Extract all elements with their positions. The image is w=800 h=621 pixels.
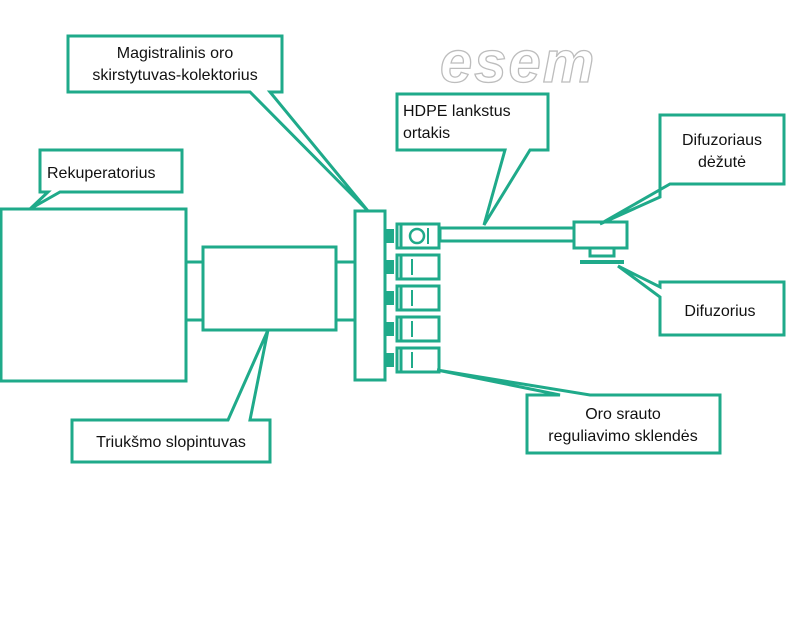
label-diffuser: Difuzorius [684, 303, 755, 320]
callout-recuperator [28, 148, 184, 211]
callout-diffuser-box [599, 113, 786, 226]
damper-row [385, 315, 441, 343]
callout-silencer [70, 329, 272, 464]
label-main-manifold-line2: skirstytuvas-kolektorius [92, 67, 257, 84]
flow-dampers [385, 222, 441, 374]
damper-row [385, 253, 441, 281]
label-dampers-line2: reguliavimo sklendės [548, 428, 697, 445]
label-hdpe-line2: ortakis [403, 125, 450, 142]
recuperator-unit [0, 207, 188, 383]
recuperator-silencer-connector [184, 260, 205, 322]
callout-dampers [436, 368, 722, 455]
damper-row [385, 284, 441, 312]
damper-row [385, 222, 441, 250]
damper-row [385, 346, 441, 374]
silencer-manifold-connector [334, 260, 357, 322]
label-recuperator: Rekuperatorius [47, 165, 156, 182]
label-silencer: Triukšmo slopintuvas [96, 434, 246, 451]
label-diffuser-box-line2: dėžutė [698, 154, 746, 171]
label-main-manifold-line1: Magistralinis oro [117, 45, 234, 62]
hdpe-flexible-duct [438, 226, 576, 243]
diffuser-box-neck [588, 246, 616, 258]
callout-hdpe-duct [395, 92, 550, 226]
callout-main-manifold [66, 34, 370, 213]
label-diffuser-box-line1: Difuzoriaus [682, 132, 762, 149]
watermark-logo: esem [440, 30, 596, 95]
label-hdpe-line1: HDPE lankstus [403, 103, 511, 120]
label-dampers-line1: Oro srauto [585, 406, 661, 423]
silencer-unit [201, 245, 338, 332]
diffuser-box [572, 220, 629, 250]
main-manifold [353, 209, 387, 382]
callout-diffuser [617, 264, 786, 337]
